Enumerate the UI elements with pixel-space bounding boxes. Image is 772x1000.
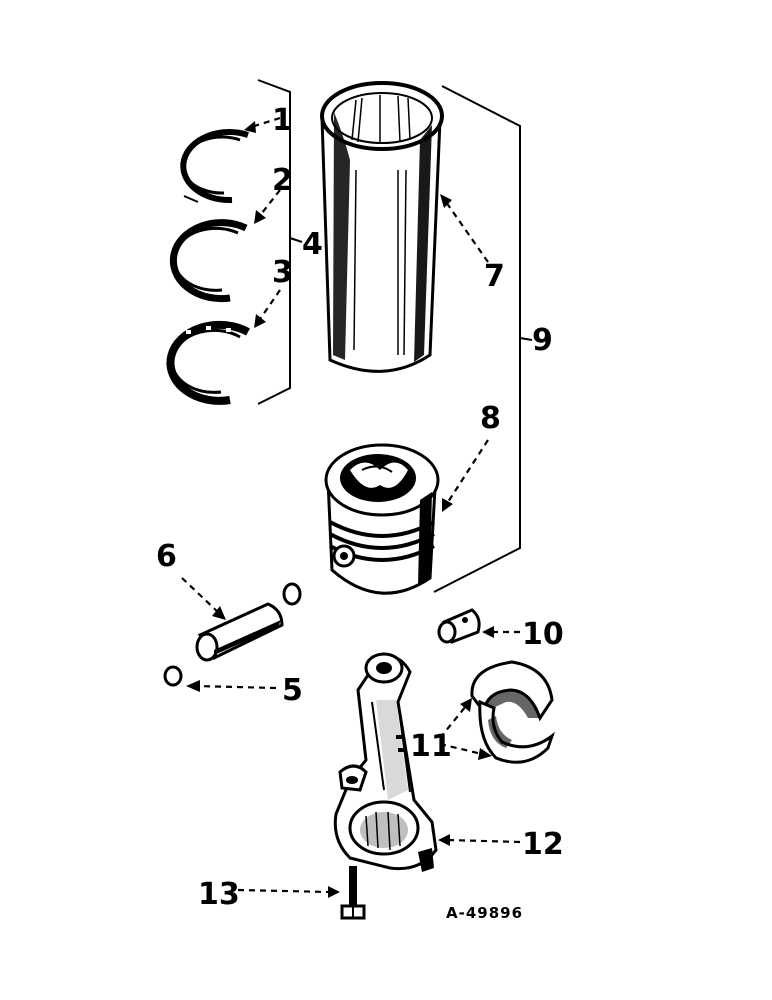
callout-13: 13 xyxy=(198,877,240,912)
callout-10: 10 xyxy=(522,617,564,652)
callout-9: 9 xyxy=(532,323,553,358)
bearing-shells xyxy=(470,660,555,764)
callout-7: 7 xyxy=(484,259,505,294)
rod-bolt xyxy=(340,866,366,920)
retainer-leader xyxy=(186,680,277,692)
callout-6: 6 xyxy=(156,539,177,574)
bracket-ring-set xyxy=(257,79,303,405)
ring-leader-lines xyxy=(244,116,281,328)
compression-ring-top xyxy=(180,129,249,204)
compression-ring-second xyxy=(169,219,248,303)
callout-2: 2 xyxy=(272,163,293,198)
sleeve-leader xyxy=(440,194,489,263)
callout-1: 1 xyxy=(272,103,293,138)
rod-leader xyxy=(438,834,521,846)
pin-retainer-left xyxy=(163,665,183,687)
piston-leader xyxy=(442,439,489,512)
bolt-leader xyxy=(237,886,340,898)
callout-4: 4 xyxy=(302,227,323,262)
pin-leader xyxy=(181,577,226,620)
bearing-leader xyxy=(439,698,492,760)
piston xyxy=(324,443,440,595)
figure-number: A-49896 xyxy=(446,904,523,922)
bracket-assembly xyxy=(433,85,533,593)
callout-11: 11 xyxy=(410,729,452,764)
bushing-leader xyxy=(482,626,520,638)
callout-8: 8 xyxy=(480,401,501,436)
pin-retainer-right xyxy=(282,582,302,606)
pin-bushing xyxy=(437,608,481,644)
connecting-rod xyxy=(333,652,438,872)
oil-control-ring xyxy=(166,320,250,405)
cylinder-sleeve xyxy=(320,81,444,373)
callout-12: 12 xyxy=(522,827,564,862)
callout-5: 5 xyxy=(282,673,303,708)
callout-3: 3 xyxy=(272,255,293,290)
piston-pin xyxy=(195,602,284,662)
